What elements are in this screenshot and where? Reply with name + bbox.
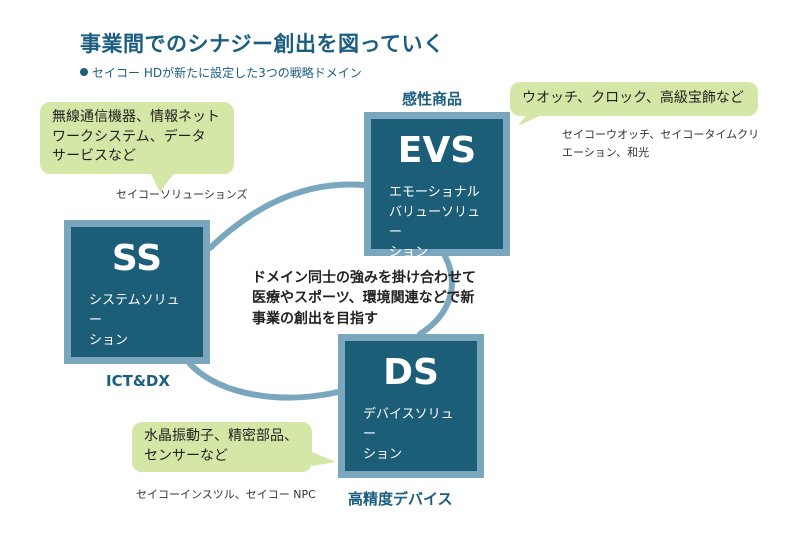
subtitle: セイコー HDが新たに設定した3つの戦略ドメイン [80,64,362,81]
domain-box-ss: SS システムソリュー ション [64,220,210,364]
domain-full-ss-line: ション [89,333,129,349]
companies-evs-line: エーション、和光 [562,145,650,159]
companies-ss: セイコーソリューションズ [116,188,248,201]
domain-full-evs-line: バリューソリュー [389,205,481,241]
domain-label-ds: 高精度デバイス [348,490,453,508]
examples-bubble-ds: 水晶振動子、精密部品、 センサーなど [132,422,312,472]
page-title: 事業間でのシナジー創出を図っていく [80,32,445,56]
domain-box-ds: DS デバイスソリュー ション [338,334,484,478]
link-ss-evs [207,181,367,251]
companies-evs-line: セイコーウオッチ、セイコータイムクリ [562,128,760,141]
domain-full-evs: エモーショナル バリューソリュー ション [389,183,485,264]
domain-full-ds: デバイスソリュー ション [363,405,459,465]
link-ss-ds [187,361,341,401]
bubble-tail-ds [312,452,336,466]
synergy-text: ドメイン同士の強みを掛け合わせて 医療やスポーツ、環境関連などで新 事業の創出を… [252,268,476,329]
examples-ss-line: 無線通信機器、情報ネット [52,109,220,125]
link-evs-ds [417,253,455,337]
domain-box-evs: EVS エモーショナル バリューソリュー ション [364,112,510,260]
examples-bubble-ss: 無線通信機器、情報ネット ワークシステム、データ サービスなど [40,102,234,174]
domain-full-ss: システムソリュー ション [89,291,185,351]
domain-abbr-ds: DS [383,352,439,393]
synergy-text-line: 事業の創出を目指す [252,310,378,327]
domain-label-ss: ICT&DX [106,372,170,390]
domain-label-evs: 感性商品 [402,90,463,108]
domain-abbr-evs: EVS [397,130,477,171]
examples-ds-line: 水晶振動子、精密部品、 [144,428,298,444]
examples-ss-line: ワークシステム、データ [52,128,206,145]
synergy-text-line: ドメイン同士の強みを掛け合わせて [252,270,476,286]
domain-full-ss-line: システムソリュー [89,293,180,329]
domain-abbr-ss: SS [111,238,163,279]
domain-full-evs-line: ション [389,245,429,261]
domain-full-ds-line: デバイスソリュー [363,407,454,443]
examples-ss-line: サービスなど [52,148,136,165]
companies-ds: セイコーインスツル、セイコー NPC [136,488,316,501]
bullet-dot-icon [80,68,88,76]
domain-full-evs-line: エモーショナル [389,185,480,200]
synergy-text-line: 医療やスポーツ、環境関連などで新 [252,290,475,307]
subtitle-text: セイコー HDが新たに設定した3つの戦略ドメイン [92,66,362,80]
bubble-tail-ss [150,172,175,192]
domain-full-ds-line: ション [363,447,403,463]
examples-ds-line: センサーなど [144,447,228,464]
companies-evs: セイコーウオッチ、セイコータイムクリ エーション、和光 [562,126,759,161]
examples-bubble-evs: ウオッチ、クロック、高級宝飾など [510,82,758,116]
